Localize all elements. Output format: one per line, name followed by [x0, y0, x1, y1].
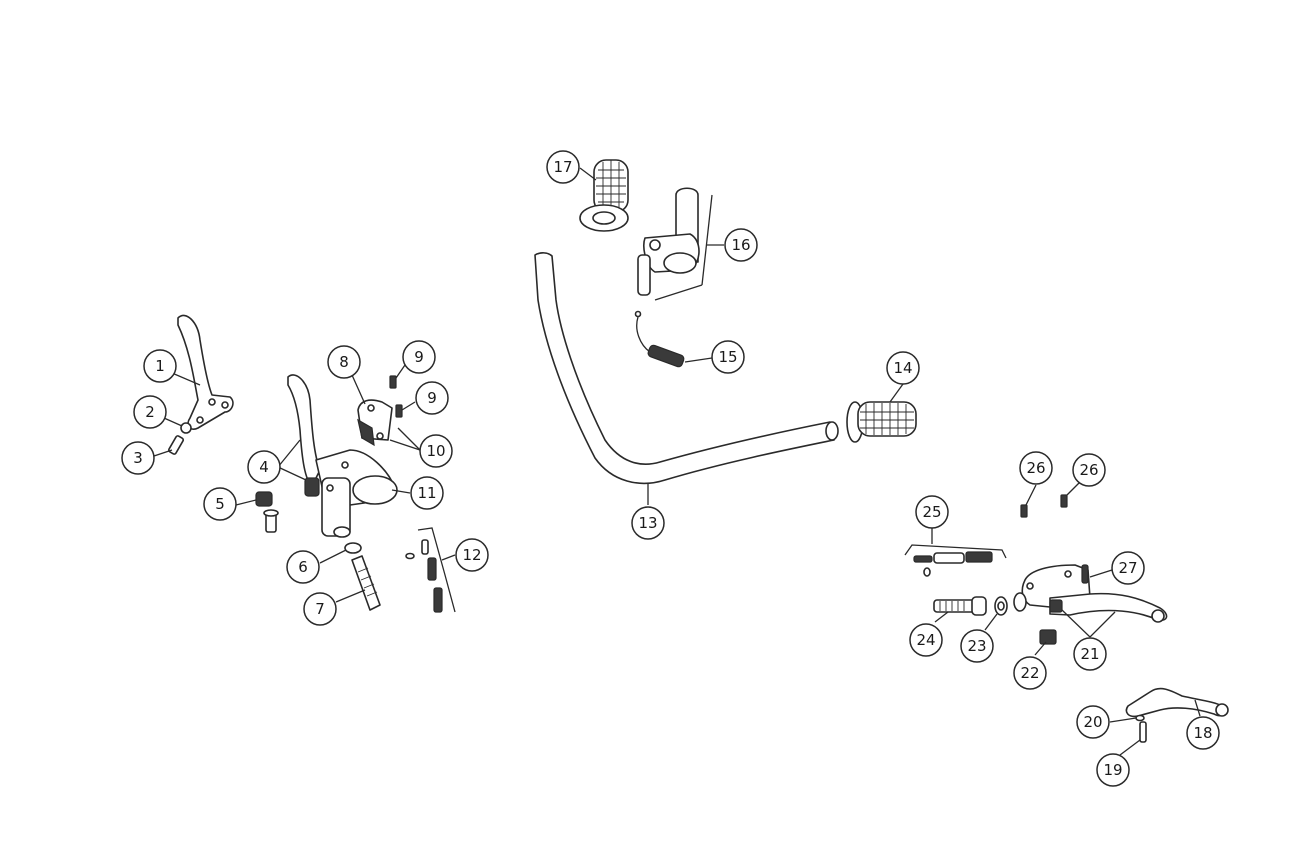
callout-label: 14: [893, 359, 912, 377]
callout: 14: [886, 351, 920, 385]
clutch-perch-assembly: [287, 374, 398, 538]
callout: 16: [724, 228, 758, 262]
piston-kit: [904, 544, 1007, 577]
callout-label: 1: [155, 357, 165, 375]
handlebar: [534, 252, 839, 485]
callout-label: 8: [339, 353, 349, 371]
callout: 20: [1076, 705, 1110, 739]
callout-label: 26: [1079, 461, 1098, 479]
callout: 19: [1096, 753, 1130, 787]
callout: 3: [121, 441, 155, 475]
callout-label: 3: [133, 449, 143, 467]
callout: 9: [415, 381, 449, 415]
callout-label: 23: [967, 637, 986, 655]
callout-label: 5: [215, 495, 225, 513]
callout-label: 6: [298, 558, 308, 576]
leader-lines: [153, 167, 1201, 756]
callout-label: 26: [1026, 459, 1045, 477]
callout-label: 11: [417, 484, 436, 502]
callout: 17: [546, 150, 580, 184]
callout-label: 22: [1020, 664, 1039, 682]
callout-label: 16: [731, 236, 750, 254]
callout-label: 4: [259, 458, 269, 476]
callout-label: 19: [1103, 761, 1122, 779]
left-grip: [579, 159, 629, 232]
callout-label: 9: [427, 389, 437, 407]
callout-label: 7: [315, 600, 325, 618]
brake-lever: [1125, 687, 1229, 718]
callout-label: 15: [718, 348, 737, 366]
callout: 26: [1072, 453, 1106, 487]
cable-adjuster: [351, 555, 381, 611]
throttle-cable: [634, 310, 685, 368]
right-grip: [846, 401, 917, 443]
clamp-cover: [357, 399, 393, 447]
callout: 12: [455, 538, 489, 572]
callout: 24: [909, 623, 943, 657]
callout-label: 13: [638, 514, 657, 532]
callout-label: 12: [462, 546, 481, 564]
callout-label: 2: [145, 403, 155, 421]
callout-label: 20: [1083, 713, 1102, 731]
brake-master-cylinder: [1013, 564, 1168, 623]
clutch-lever: [177, 314, 234, 430]
brake-push-rod: [933, 596, 987, 616]
callout: 10: [419, 434, 453, 468]
callout: 11: [410, 476, 444, 510]
callout-label: 21: [1080, 645, 1099, 663]
callout-label: 17: [553, 158, 572, 176]
callout: 1: [143, 349, 177, 383]
callout: 7: [303, 592, 337, 626]
callout: 9: [402, 340, 436, 374]
callout: 25: [915, 495, 949, 529]
callout: 13: [631, 506, 665, 540]
callout-label: 18: [1193, 724, 1212, 742]
callout-label: 24: [916, 631, 935, 649]
callout: 2: [133, 395, 167, 429]
callout: 15: [711, 340, 745, 374]
callout: 27: [1111, 551, 1145, 585]
callout-label: 27: [1118, 559, 1137, 577]
callout-label: 10: [426, 442, 445, 460]
callout: 6: [286, 550, 320, 584]
callout-label: 25: [922, 503, 941, 521]
callout: 21: [1073, 637, 1107, 671]
callout-label: 9: [414, 348, 424, 366]
callout: 5: [203, 487, 237, 521]
clutch-cable-ends: [405, 527, 456, 613]
throttle-assembly: [637, 187, 713, 301]
callouts: 1 2 3 4 5 6 7 8 9 9 10 11 12 13 14 15 16…: [121, 150, 1220, 787]
callout: 18: [1186, 716, 1220, 750]
callout: 4: [247, 450, 281, 484]
callout: 23: [960, 629, 994, 663]
callout: 22: [1013, 656, 1047, 690]
callout: 26: [1019, 451, 1053, 485]
callout: 8: [327, 345, 361, 379]
